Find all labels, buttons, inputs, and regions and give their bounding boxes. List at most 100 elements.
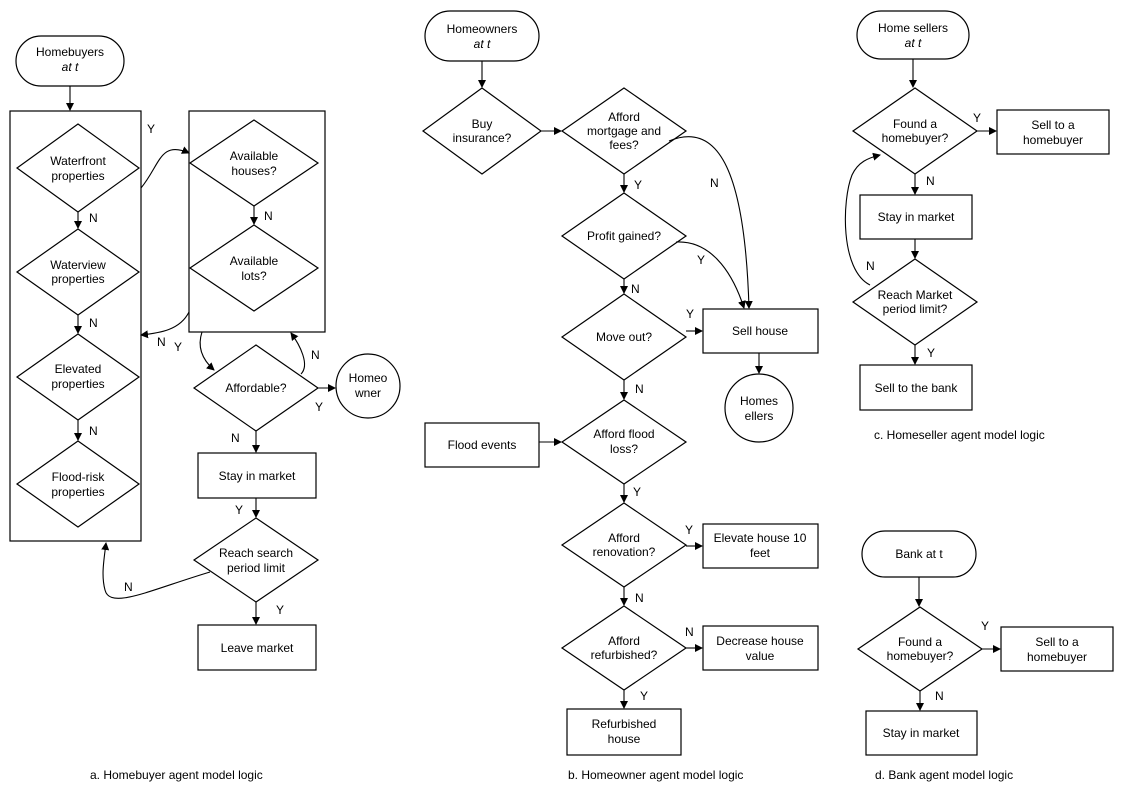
- edge-label-y: Y: [973, 111, 981, 125]
- node-decrease-line1: Decrease house: [716, 634, 804, 648]
- edge-label-n: N: [935, 689, 944, 703]
- node-elevate-house: [702, 523, 819, 569]
- edge-label-y: Y: [640, 689, 648, 703]
- node-move-out-label: Move out?: [596, 330, 652, 344]
- node-available-lots-decision: [188, 224, 320, 312]
- node-homeowners-start-line2: at t: [474, 37, 491, 51]
- node-bank-sell-to-homebuyer: [1000, 626, 1114, 672]
- node-refurbished-line2: house: [608, 732, 641, 746]
- edge-label-y: Y: [981, 619, 989, 633]
- node-homeowners-start: [424, 10, 540, 62]
- node-affordable-label: Affordable?: [225, 381, 286, 395]
- node-stay-in-market-label: Stay in market: [219, 469, 296, 483]
- node-homesellers-terminal: [724, 373, 794, 443]
- node-reach-search-line2: period limit: [227, 561, 286, 575]
- node-reach-market-line2: period limit?: [883, 302, 948, 316]
- node-homesellers-line2: ellers: [745, 409, 774, 423]
- edge-label-n: N: [89, 211, 98, 225]
- edge-label-n: N: [635, 382, 644, 396]
- node-buy-insurance-line2: insurance?: [453, 131, 512, 145]
- node-homeowner-line1: Homeo: [349, 371, 388, 385]
- node-waterview-line1: Waterview: [50, 258, 106, 272]
- node-homesellers-start: [856, 10, 970, 60]
- edge-seller-reach-no-loop: [844, 152, 881, 286]
- node-seller-sell-line2: homebuyer: [1023, 133, 1083, 147]
- node-available-lots-line2: lots?: [241, 269, 267, 283]
- edge-label-y: Y: [686, 307, 694, 321]
- node-decrease-line2: value: [746, 649, 775, 663]
- edge-mortgage-no-to-sell: [668, 136, 753, 309]
- node-homesellers-line1: Homes: [740, 394, 778, 408]
- edge-label-y: Y: [276, 603, 284, 617]
- node-available-houses-decision: [188, 119, 320, 207]
- node-floodrisk-decision: [15, 440, 141, 528]
- node-floodrisk-line2: properties: [51, 485, 104, 499]
- node-afford-refurbished-line2: refurbished?: [591, 648, 658, 662]
- node-elevate-house-line2: feet: [750, 546, 771, 560]
- node-decrease-house-value: [702, 625, 819, 671]
- node-leave-market-label: Leave market: [221, 641, 294, 655]
- node-afford-mortgage-line2: mortgage and: [587, 124, 661, 138]
- node-flood-events: [424, 422, 540, 468]
- node-seller-found-line2: homebuyer?: [882, 131, 949, 145]
- node-seller-found-line1: Found a: [893, 117, 937, 131]
- node-reach-market-line1: Reach Market: [878, 288, 953, 302]
- edge-profit-yes-to-sell: [675, 241, 746, 309]
- node-elevated-line2: properties: [51, 377, 104, 391]
- homeowner-flow: Homeowners at t Buy insurance? Afford mo…: [421, 10, 819, 782]
- node-seller-sell-line1: Sell to a: [1031, 118, 1075, 132]
- edge-label-y: Y: [634, 178, 642, 192]
- edge-label-n: N: [89, 424, 98, 438]
- edge-affordable-no-loop: [290, 332, 306, 375]
- node-refurbished-line1: Refurbished: [592, 717, 657, 731]
- availability-frame: [188, 110, 326, 333]
- node-homeowner-line2: wner: [354, 386, 381, 400]
- homebuyer-flow: Homebuyers at t Waterfront properties Wa…: [9, 35, 401, 782]
- node-stay-in-market: [197, 452, 317, 499]
- edge-label-n: N: [635, 591, 644, 605]
- node-bank-found-line1: Found a: [898, 635, 942, 649]
- edge-label-n: N: [866, 259, 875, 273]
- node-afford-flood-line1: Afford flood: [593, 427, 654, 441]
- node-reach-search-decision: [192, 517, 320, 603]
- edge-frame-yes-to-affordable: [199, 331, 215, 371]
- edge-reach-no-to-frame: [101, 542, 211, 599]
- edge-label-y: Y: [235, 503, 243, 517]
- edge-label-n: N: [89, 316, 98, 330]
- node-seller-stay-label: Stay in market: [878, 210, 955, 224]
- edge-label-y: Y: [315, 400, 323, 414]
- node-leave-market: [197, 624, 317, 671]
- node-available-lots-line1: Available: [230, 254, 279, 268]
- node-bank-found-line2: homebuyer?: [887, 649, 954, 663]
- edge-frame-yes-to-houses: [140, 146, 190, 189]
- node-homebuyers-start-line2: at t: [62, 60, 79, 74]
- edge-label-n: N: [926, 174, 935, 188]
- edge-label-y: Y: [927, 346, 935, 360]
- node-afford-mortgage-line1: Afford: [608, 110, 640, 124]
- node-homesellers-start-line2: at t: [905, 36, 922, 50]
- node-seller-sell-to-homebuyer: [996, 109, 1110, 155]
- homeseller-flow: Home sellers at t Found a homebuyer? Sel…: [844, 10, 1110, 442]
- node-afford-refurbished-line1: Afford: [608, 634, 640, 648]
- node-homeowner-terminal: [335, 353, 401, 419]
- edge-label-y: Y: [147, 122, 155, 136]
- node-refurbished-house: [566, 708, 682, 756]
- node-afford-mortgage-line3: fees?: [609, 138, 639, 152]
- node-available-houses-line1: Available: [230, 149, 279, 163]
- node-bank-stay-label: Stay in market: [883, 726, 960, 740]
- node-homeowners-start-line1: Homeowners: [447, 22, 518, 36]
- edge-label-n: N: [157, 335, 166, 349]
- edge-label-n: N: [264, 209, 273, 223]
- caption-homeowner: b. Homeowner agent model logic: [568, 768, 743, 782]
- node-elevated-line1: Elevated: [55, 362, 102, 376]
- edge-label-n: N: [685, 625, 694, 639]
- node-buy-insurance-decision: [421, 87, 543, 175]
- edge-label-n: N: [124, 580, 133, 594]
- node-afford-flood-line2: loss?: [610, 442, 638, 456]
- node-afford-renovation-line1: Afford: [608, 531, 640, 545]
- node-waterview-line2: properties: [51, 272, 104, 286]
- node-homebuyers-start-line1: Homebuyers: [36, 45, 104, 59]
- node-homesellers-start-line1: Home sellers: [878, 21, 948, 35]
- node-elevate-house-line1: Elevate house 10: [714, 531, 807, 545]
